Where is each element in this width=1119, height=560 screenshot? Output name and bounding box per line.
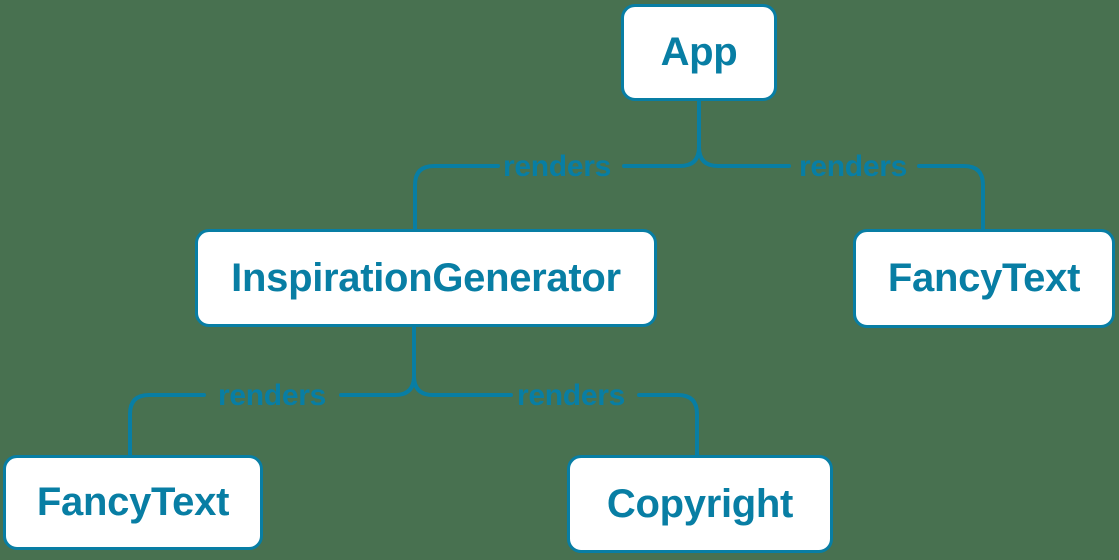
node-fancy-text-bottom-label: FancyText [36, 480, 230, 524]
edge-label-renders-inspirationgenerator-copyright: renders [517, 379, 625, 412]
node-fancy-text-top-label: FancyText [887, 256, 1081, 300]
edge-label-renders-inspirationgenerator-fancytext: renders [218, 379, 326, 412]
edge-inspirationgenerator-to-copyright [412, 374, 699, 457]
edge-label-renders-app-inspirationgenerator: renders [503, 150, 611, 183]
node-fancy-text-top: FancyText [853, 229, 1115, 328]
node-fancy-text-bottom: FancyText [3, 455, 263, 550]
node-copyright-label: Copyright [606, 481, 794, 526]
edge-app-to-fancytext [697, 145, 985, 231]
node-app-label: App [660, 30, 738, 74]
edge-label-renders-app-fancytext: renders [799, 150, 907, 183]
node-app: App [621, 4, 777, 101]
node-inspiration-generator: InspirationGenerator [195, 229, 657, 327]
node-inspiration-generator-label: InspirationGenerator [231, 255, 621, 300]
node-copyright: Copyright [567, 455, 833, 553]
